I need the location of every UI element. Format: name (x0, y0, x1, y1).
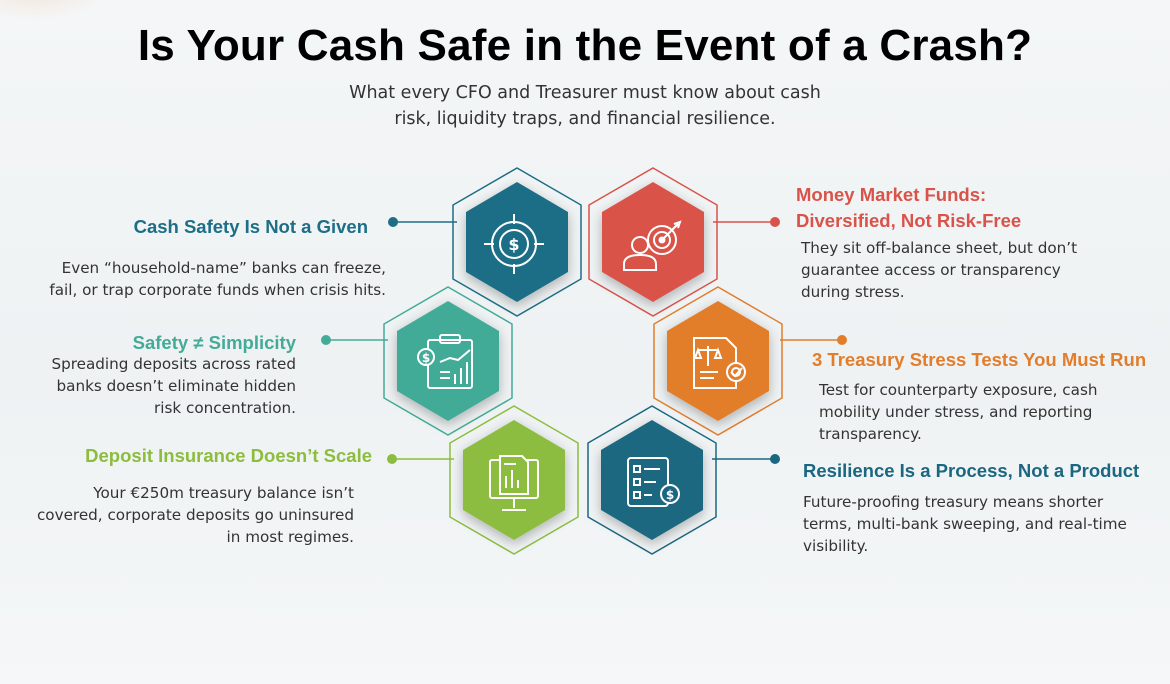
connectors (321, 217, 847, 464)
stress-tests-description: Test for counterparty exposure, cash mob… (819, 379, 1097, 445)
svg-text:$: $ (422, 351, 430, 365)
stress-tests-desc-line-3: transparency. (819, 425, 922, 443)
resilience-desc-line-1: Future-proofing treasury means shorter (803, 493, 1104, 511)
hex-money-market (588, 167, 718, 317)
safety-simplicity-desc-line-1: Spreading deposits across rated (51, 355, 296, 373)
hex-resilience: $ (587, 405, 717, 555)
connector-deposit-insurance (387, 454, 454, 464)
stress-tests-desc-line-1: Test for counterparty exposure, cash (819, 381, 1098, 399)
monitor-report-icon (489, 455, 539, 511)
money-market-description: They sit off-balance sheet, but don’t gu… (801, 237, 1077, 303)
deposit-insurance-title: Deposit Insurance Doesn’t Scale (85, 445, 372, 466)
connector-safety-simplicity (321, 335, 388, 345)
svg-text:$: $ (666, 488, 674, 502)
deposit-insurance-desc-line-3: in most regimes. (226, 528, 354, 546)
hex-deposit-insurance (449, 405, 579, 555)
hex-cash-safety: $ (452, 167, 582, 317)
money-market-title-line-1: Money Market Funds: (796, 184, 987, 205)
deposit-insurance-desc-line-1: Your €250m treasury balance isn’t (93, 484, 354, 502)
subtitle-line-1: What every CFO and Treasurer must know a… (349, 83, 821, 103)
connector-money-market (713, 217, 780, 227)
money-market-title: Money Market Funds: Diversified, Not Ris… (796, 182, 1021, 234)
money-market-desc-line-3: during stress. (801, 283, 905, 301)
cash-safety-desc-line-2: fail, or trap corporate funds when crisi… (49, 281, 386, 299)
resilience-desc-line-2: terms, multi-bank sweeping, and real-tim… (803, 515, 1127, 533)
money-market-desc-line-2: guarantee access or transparency (801, 261, 1061, 279)
stress-tests-desc-line-2: mobility under stress, and reporting (819, 403, 1093, 421)
cash-safety-description: Even “household-name” banks can freeze, … (49, 257, 386, 301)
subtitle-line-2: risk, liquidity traps, and financial res… (394, 109, 776, 129)
cash-safety-title: Cash Safety Is Not a Given (133, 216, 368, 237)
page-subtitle: What every CFO and Treasurer must know a… (330, 80, 840, 132)
checklist-dollar-icon: $ (627, 457, 680, 507)
document-scale-gear-icon (693, 337, 746, 389)
connector-stress-tests (780, 335, 847, 345)
deposit-insurance-description: Your €250m treasury balance isn’t covere… (37, 482, 354, 548)
page-title: Is Your Cash Safe in the Event of a Cras… (137, 21, 1033, 70)
resilience-description: Future-proofing treasury means shorter t… (803, 491, 1127, 557)
deposit-insurance-desc-line-2: covered, corporate deposits go uninsured (36, 506, 354, 524)
hex-stress-tests (653, 286, 783, 436)
resilience-desc-line-3: visibility. (803, 537, 869, 555)
safety-simplicity-desc-line-2: banks doesn’t eliminate hidden (56, 377, 297, 395)
money-market-desc-line-1: They sit off-balance sheet, but don’t (801, 239, 1078, 257)
hex-safety-simplicity: $ (383, 286, 513, 436)
svg-text:$: $ (508, 235, 519, 254)
safety-simplicity-title: Safety ≠ Simplicity (132, 332, 296, 353)
clipboard-chart-icon: $ (417, 334, 473, 389)
resilience-title: Resilience Is a Process, Not a Product (803, 460, 1140, 481)
person-target-icon (623, 220, 682, 271)
cash-safety-desc-line-1: Even “household-name” banks can freeze, (61, 259, 386, 277)
safety-simplicity-desc-line-3: risk concentration. (153, 399, 296, 417)
connector-resilience (712, 454, 780, 464)
connector-cash-safety (388, 217, 457, 227)
stress-tests-title: 3 Treasury Stress Tests You Must Run (812, 349, 1147, 370)
safety-simplicity-description: Spreading deposits across rated banks do… (51, 353, 296, 419)
target-dollar-icon: $ (484, 214, 544, 274)
money-market-title-line-2: Diversified, Not Risk-Free (796, 210, 1022, 231)
